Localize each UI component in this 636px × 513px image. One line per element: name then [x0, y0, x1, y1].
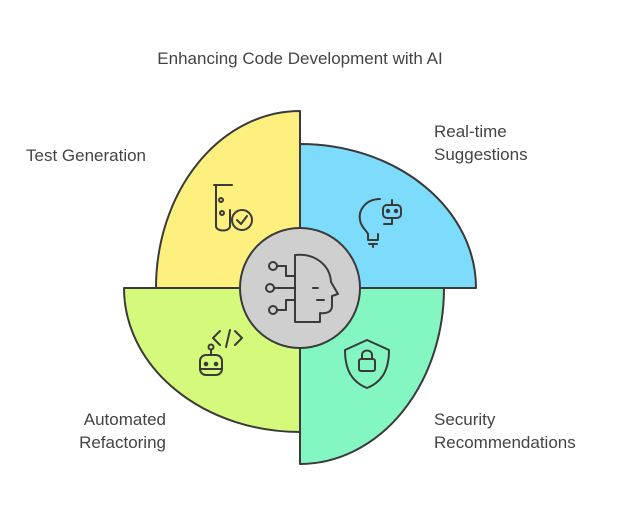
label-real-time-suggestions: Real-time Suggestions — [434, 122, 528, 164]
label-security-recommendations: Security Recommendations — [434, 410, 576, 452]
diagram-title: Enhancing Code Development with AI — [157, 49, 443, 68]
shield-lock-icon — [344, 339, 390, 389]
lightbulb-robot-icon — [358, 198, 402, 248]
center-circle — [239, 227, 361, 349]
code-robot-icon — [199, 329, 243, 376]
label-automated-refactoring: Automated Refactoring — [79, 410, 166, 452]
ai-head-circuit-icon — [265, 253, 339, 323]
test-tube-check-icon — [213, 184, 253, 232]
label-test-generation: Test Generation — [26, 146, 147, 165]
